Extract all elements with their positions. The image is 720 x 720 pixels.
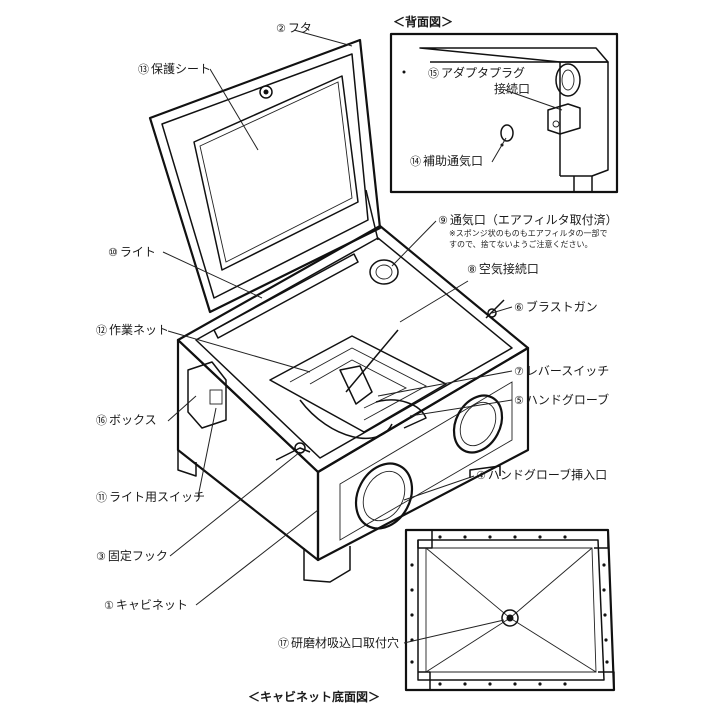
label-number: ⑤ [514, 394, 524, 407]
label-number: ⑰ [278, 637, 289, 650]
lid [148, 38, 382, 314]
back-view-inset [389, 32, 619, 194]
cabinet-body [176, 224, 530, 583]
label-text: 固定フック [107, 549, 168, 563]
label-text: 作業ネット [109, 323, 170, 337]
leader-lines [162, 29, 563, 644]
label-text: フタ [287, 21, 312, 35]
label-number: ④ [476, 469, 486, 482]
label-text: 保護シート [151, 62, 212, 76]
label-number: ⑨ [438, 214, 448, 227]
vent-note-line1: ※スポンジ状のものもエアフィルタの一部で [449, 229, 608, 238]
label-text: 通気口（エアフィルタ取付済） [449, 213, 618, 227]
label-text: ハンドグローブ挿入口 [487, 468, 608, 482]
bottom-view [404, 528, 616, 692]
label-number: ⑬ [138, 63, 149, 76]
vent-note-line2: すので、捨てないようご注意ください。 [449, 240, 593, 249]
label-number: ① [104, 599, 114, 612]
label-text: 補助通気口 [423, 154, 484, 168]
label-text: ボックス [109, 413, 157, 427]
label-number: ⑭ [410, 155, 421, 168]
label-text: 空気接続口 [478, 262, 539, 276]
label-number: ⑦ [514, 365, 524, 378]
label-text: レバースイッチ [525, 364, 610, 378]
label-text: ライト [119, 245, 156, 259]
label-number: ② [276, 22, 286, 35]
label-text: キャビネット [115, 598, 188, 612]
bottom-view-title: ＜キャビネット底面図＞ [248, 690, 381, 704]
label-number: ⑧ [467, 263, 477, 276]
label-number: ⑫ [96, 324, 107, 337]
label-number: ⑩ [108, 246, 118, 259]
label-number: ⑮ [428, 67, 439, 80]
label-text: ブラストガン [525, 300, 598, 314]
label-number: ⑥ [514, 301, 524, 314]
label-number: ⑯ [96, 414, 107, 427]
label-number: ③ [96, 550, 106, 563]
label-text: ライト用スイッチ [109, 490, 206, 504]
label-adapter-plug-line2: 接続口 [494, 82, 531, 96]
label-text: 研磨材吸込口取付穴 [291, 636, 400, 650]
cabinet-interior [213, 253, 447, 439]
label-text: アダプタプラグ [441, 66, 526, 80]
label-text: ハンドグローブ [525, 393, 610, 407]
label-number: ⑪ [96, 491, 107, 504]
back-view-title: ＜背面図＞ [393, 15, 454, 29]
